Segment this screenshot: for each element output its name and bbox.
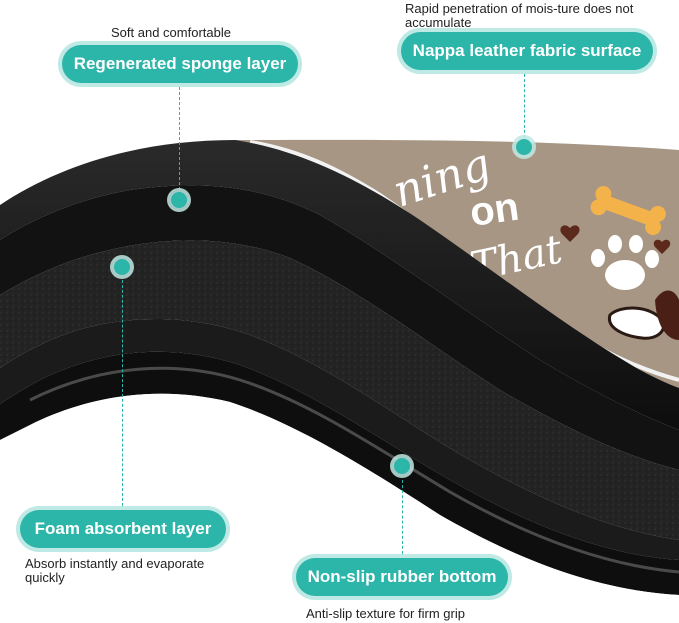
- nappa-leather-caption: Rapid penetration of mois-ture does not …: [405, 1, 634, 30]
- foam-layer-leader-line: [122, 280, 123, 506]
- sponge-layer-marker: [171, 192, 187, 208]
- sponge-layer-caption: Soft and comfortable: [111, 25, 231, 40]
- mat-print-text-2: on: [467, 185, 522, 235]
- top-layer-edge: [0, 140, 679, 430]
- foam-layer-caption: Absorb instantly and evaporate quickly: [25, 556, 205, 585]
- nappa-leather-label: Nappa leather fabric surface: [401, 32, 653, 70]
- foam-layer-marker: [114, 259, 130, 275]
- foam-layer: [0, 240, 679, 541]
- sponge-layer-leader-line: [179, 87, 180, 190]
- rubber-bottom-marker: [394, 458, 410, 474]
- sponge-layer-label: Regenerated sponge layer: [62, 45, 298, 83]
- rubber-bottom-layer: [0, 351, 679, 595]
- nappa-leather-marker: [516, 139, 532, 155]
- foam-layer-label: Foam absorbent layer: [20, 510, 226, 548]
- paw-icon: [591, 235, 659, 290]
- heart-icon: [560, 225, 671, 254]
- dog-paw-graphic: [607, 290, 679, 340]
- rubber-bottom-label: Non-slip rubber bottom: [296, 558, 508, 596]
- bone-icon: [590, 186, 666, 236]
- sponge-layer: [0, 185, 679, 470]
- rubber-bottom-leader-line: [402, 480, 403, 554]
- nappa-leather-leader-line: [524, 74, 525, 138]
- rubber-bottom-caption: Anti-slip texture for firm grip: [306, 606, 465, 621]
